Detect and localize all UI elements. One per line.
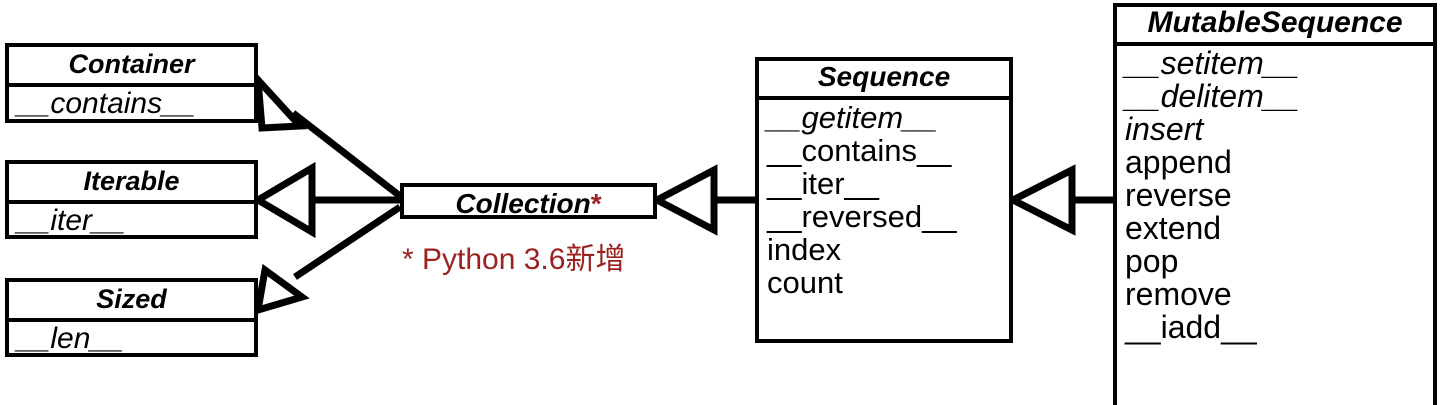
class-box-mutablesequence[interactable]: MutableSequence __setitem__ __delitem__ … xyxy=(1113,3,1437,405)
class-box-sequence[interactable]: Sequence __getitem__ __contains__ __iter… xyxy=(755,57,1013,343)
class-box-iterable[interactable]: Iterable __iter__ xyxy=(5,160,258,239)
class-name-container: Container xyxy=(9,47,254,87)
member-len: __len__ xyxy=(17,322,124,354)
member-index: index xyxy=(767,232,842,267)
member-setitem: __setitem__ xyxy=(1125,46,1300,81)
member-getitem: __getitem__ xyxy=(767,100,938,135)
member-reverse: reverse xyxy=(1125,177,1232,213)
class-box-collection[interactable]: Collection* xyxy=(400,183,657,219)
class-members-iterable: __iter__ xyxy=(9,204,254,236)
member-contains: __contains__ xyxy=(17,87,196,119)
member-extend: extend xyxy=(1125,210,1222,246)
member-insert: insert xyxy=(1125,111,1204,147)
class-box-sized[interactable]: Sized __len__ xyxy=(5,278,258,357)
class-name-collection: Collection* xyxy=(404,187,653,221)
member-contains: __contains__ xyxy=(767,133,952,168)
class-box-container[interactable]: Container __contains__ xyxy=(5,43,258,123)
member-count: count xyxy=(767,265,843,300)
member-iter: __iter__ xyxy=(17,204,126,236)
member-iter: __iter__ xyxy=(767,166,880,201)
member-append: append xyxy=(1125,144,1232,180)
generalization-collection-container xyxy=(253,70,403,199)
class-name-mutablesequence: MutableSequence xyxy=(1117,7,1433,46)
class-members-sized: __len__ xyxy=(9,322,254,354)
generalization-collection-iterable xyxy=(251,161,400,239)
member-pop: pop xyxy=(1125,243,1179,279)
generalization-collection-sized xyxy=(253,204,402,315)
member-delitem: __delitem__ xyxy=(1125,78,1300,114)
class-name-collection-text: Collection xyxy=(455,188,591,219)
member-remove: remove xyxy=(1125,276,1232,312)
class-name-iterable: Iterable xyxy=(9,164,254,204)
member-reversed: __reversed__ xyxy=(767,199,957,234)
member-iadd: __iadd__ xyxy=(1125,309,1257,345)
class-members-container: __contains__ xyxy=(9,87,254,119)
generalization-sequence-collection xyxy=(649,164,755,236)
class-name-sized: Sized xyxy=(9,282,254,322)
class-members-sequence: __getitem__ __contains__ __iter__ __reve… xyxy=(759,100,1009,339)
footnote-marker-asterisk: * xyxy=(590,188,602,219)
class-name-sequence: Sequence xyxy=(759,61,1009,100)
class-members-mutablesequence: __setitem__ __delitem__ insert append re… xyxy=(1117,46,1433,405)
generalization-mutablesequence-sequence xyxy=(1005,164,1113,236)
note-python-3-6: * Python 3.6新增 xyxy=(402,243,626,276)
